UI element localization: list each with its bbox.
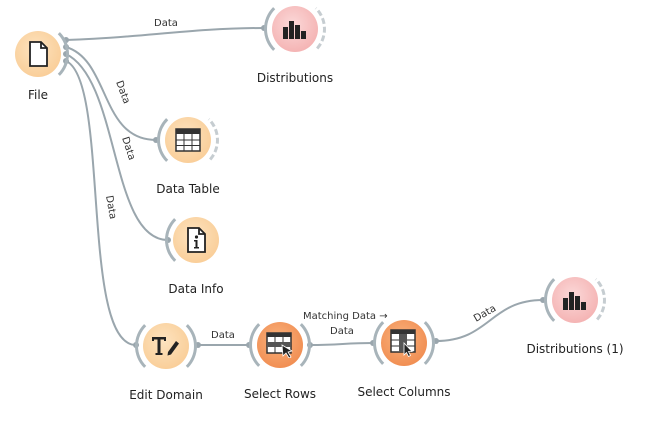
link-select-rows-select-columns[interactable] (309, 342, 374, 346)
output-anchor[interactable] (135, 315, 197, 377)
link-label-file-edit-domain: Data (103, 195, 118, 220)
link-label-edit-domain-select-rows: Data (211, 330, 235, 341)
file-icon (27, 41, 49, 67)
link-file-edit-domain[interactable] (65, 60, 137, 346)
link-file-data-info[interactable] (65, 53, 169, 241)
node-distributions[interactable]: Distributions (257, 0, 333, 85)
info-icon (185, 227, 207, 253)
node-distributions-1[interactable]: Distributions (1) (526, 269, 624, 356)
output-anchor[interactable] (157, 109, 219, 171)
node-body[interactable] (173, 217, 219, 263)
node-label: Select Columns (357, 385, 451, 399)
node-body[interactable] (143, 323, 189, 369)
node-body[interactable] (165, 117, 211, 163)
node-edit-domain[interactable]: Edit Domain (129, 315, 203, 402)
link-label-file-data-table: Data (113, 79, 132, 105)
select-rows-icon (266, 332, 294, 358)
node-body[interactable] (15, 31, 61, 77)
node-select-columns[interactable]: Select Columns (357, 312, 451, 399)
node-select-rows[interactable]: Select Rows (244, 314, 316, 401)
node-label: Data Info (168, 282, 224, 296)
node-label: Select Rows (243, 387, 317, 401)
output-anchor[interactable] (544, 269, 606, 331)
link-label-select-rows-select-columns-bottom: Data (330, 326, 354, 337)
node-data-table[interactable]: Data Table (156, 109, 220, 196)
node-data-info[interactable]: Data Info (165, 209, 224, 296)
select-columns-icon (390, 329, 418, 357)
link-label-file-data-info: Data (119, 136, 137, 162)
node-body[interactable] (552, 277, 598, 323)
link-label-file-distributions: Data (154, 18, 178, 29)
bar-chart-icon (562, 290, 588, 310)
node-label: Edit Domain (129, 388, 203, 402)
output-anchor[interactable] (373, 312, 435, 374)
text-edit-icon (151, 335, 181, 357)
link-file-distributions[interactable] (65, 27, 265, 41)
link-select-columns-distributions-1[interactable] (435, 299, 544, 342)
node-label: Distributions (1) (526, 342, 624, 356)
node-label: File (27, 88, 49, 102)
node-file[interactable]: File (15, 23, 69, 102)
node-body[interactable] (257, 322, 303, 368)
node-body[interactable] (381, 320, 427, 366)
node-body[interactable] (272, 6, 318, 52)
output-anchor[interactable] (7, 23, 69, 85)
link-label-select-columns-distributions-1: Data (472, 303, 498, 324)
bar-chart-icon (282, 19, 308, 39)
output-anchor[interactable] (249, 314, 311, 376)
link-file-data-table[interactable] (65, 46, 157, 141)
node-label: Distributions (256, 71, 334, 85)
node-label: Data Table (156, 182, 220, 196)
input-anchor[interactable] (165, 209, 227, 271)
output-anchor[interactable] (264, 0, 326, 60)
link-label-select-rows-select-columns-top: Matching Data → (303, 311, 388, 322)
table-icon (175, 128, 201, 152)
